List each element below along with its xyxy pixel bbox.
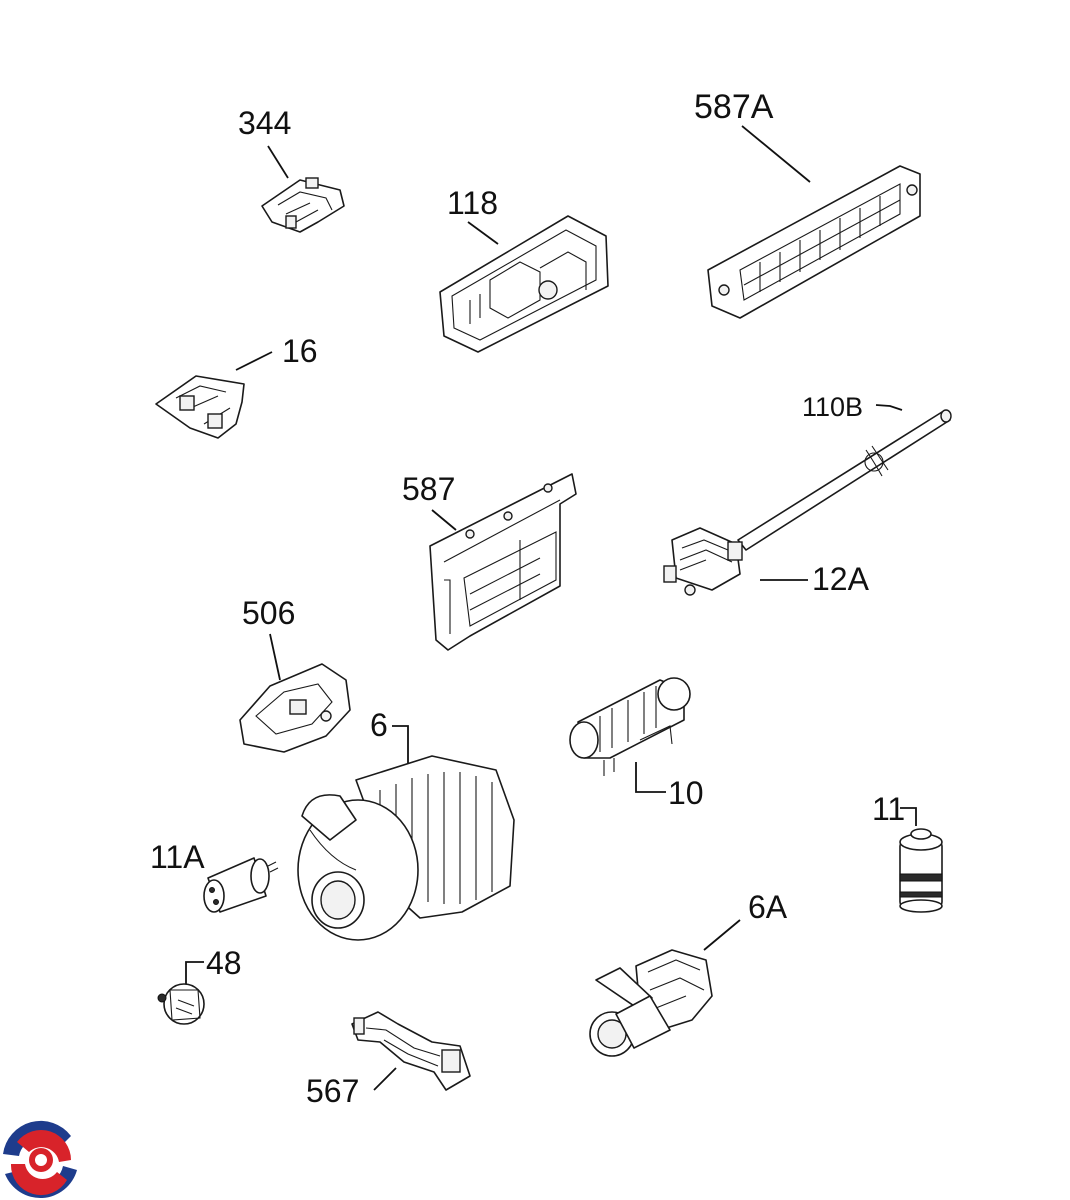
leader-587 — [431, 509, 457, 531]
leader-6 — [392, 725, 409, 768]
callout-344: 344 — [238, 105, 291, 141]
callout-118: 118 — [447, 185, 498, 221]
part-118-drawing — [439, 215, 609, 353]
part-11a-group[interactable]: 11A — [150, 839, 279, 913]
part-6a-group[interactable]: 6A — [589, 889, 788, 1057]
callout-587a: 587A — [694, 88, 774, 126]
callout-506: 506 — [242, 595, 295, 631]
part-6a-drawing — [589, 949, 713, 1057]
part-110b-group[interactable]: 110B — [737, 392, 952, 551]
leader-506 — [269, 633, 281, 681]
part-587-drawing — [429, 473, 577, 651]
part-11-drawing — [899, 828, 943, 913]
leader-10 — [635, 762, 666, 793]
part-6-group[interactable]: 6 — [297, 707, 515, 941]
callout-12a: 12A — [812, 561, 870, 597]
part-16-group[interactable]: 16 — [155, 333, 318, 439]
leader-110b — [875, 404, 903, 411]
part-10-drawing — [569, 677, 691, 776]
leader-6a — [703, 919, 741, 951]
part-587a-group[interactable]: 587A — [694, 88, 921, 319]
part-118-group[interactable]: 118 — [439, 185, 609, 353]
callout-6a: 6A — [748, 889, 788, 925]
part-11-group[interactable]: 11 — [872, 791, 943, 913]
part-10-group[interactable]: 10 — [569, 677, 704, 811]
part-16-drawing — [155, 375, 245, 439]
callout-48: 48 — [206, 945, 242, 981]
part-110b-drawing — [737, 409, 952, 551]
callout-11a: 11A — [150, 839, 205, 875]
part-567-drawing — [351, 1011, 471, 1091]
leader-118 — [467, 221, 499, 245]
part-48-group[interactable]: 48 — [157, 945, 242, 1025]
leader-16 — [235, 351, 273, 371]
part-11a-drawing — [203, 857, 279, 913]
brand-logo — [1, 1120, 81, 1200]
part-506-drawing — [239, 663, 351, 753]
leader-11 — [900, 807, 917, 826]
part-587-group[interactable]: 587 — [402, 471, 577, 651]
callout-110b: 110B — [802, 392, 863, 422]
part-344-drawing — [261, 177, 345, 233]
part-12a-group[interactable]: 12A — [663, 527, 870, 597]
leader-567 — [373, 1067, 397, 1091]
part-48-drawing — [157, 983, 205, 1025]
leader-587a — [741, 125, 811, 183]
leader-344 — [267, 145, 289, 179]
part-6-drawing — [297, 755, 515, 941]
leader-48 — [185, 961, 204, 988]
part-587a-drawing — [707, 165, 921, 319]
callout-10: 10 — [668, 775, 704, 811]
part-12a-drawing — [663, 527, 743, 596]
part-506-group[interactable]: 506 — [239, 595, 351, 753]
part-567-group[interactable]: 567 — [306, 1011, 471, 1109]
callout-567: 567 — [306, 1073, 359, 1109]
callout-587: 587 — [402, 471, 455, 507]
part-344-group[interactable]: 344 — [238, 105, 345, 233]
callout-11: 11 — [872, 791, 905, 827]
callout-16: 16 — [282, 333, 318, 369]
callout-6: 6 — [370, 707, 388, 743]
